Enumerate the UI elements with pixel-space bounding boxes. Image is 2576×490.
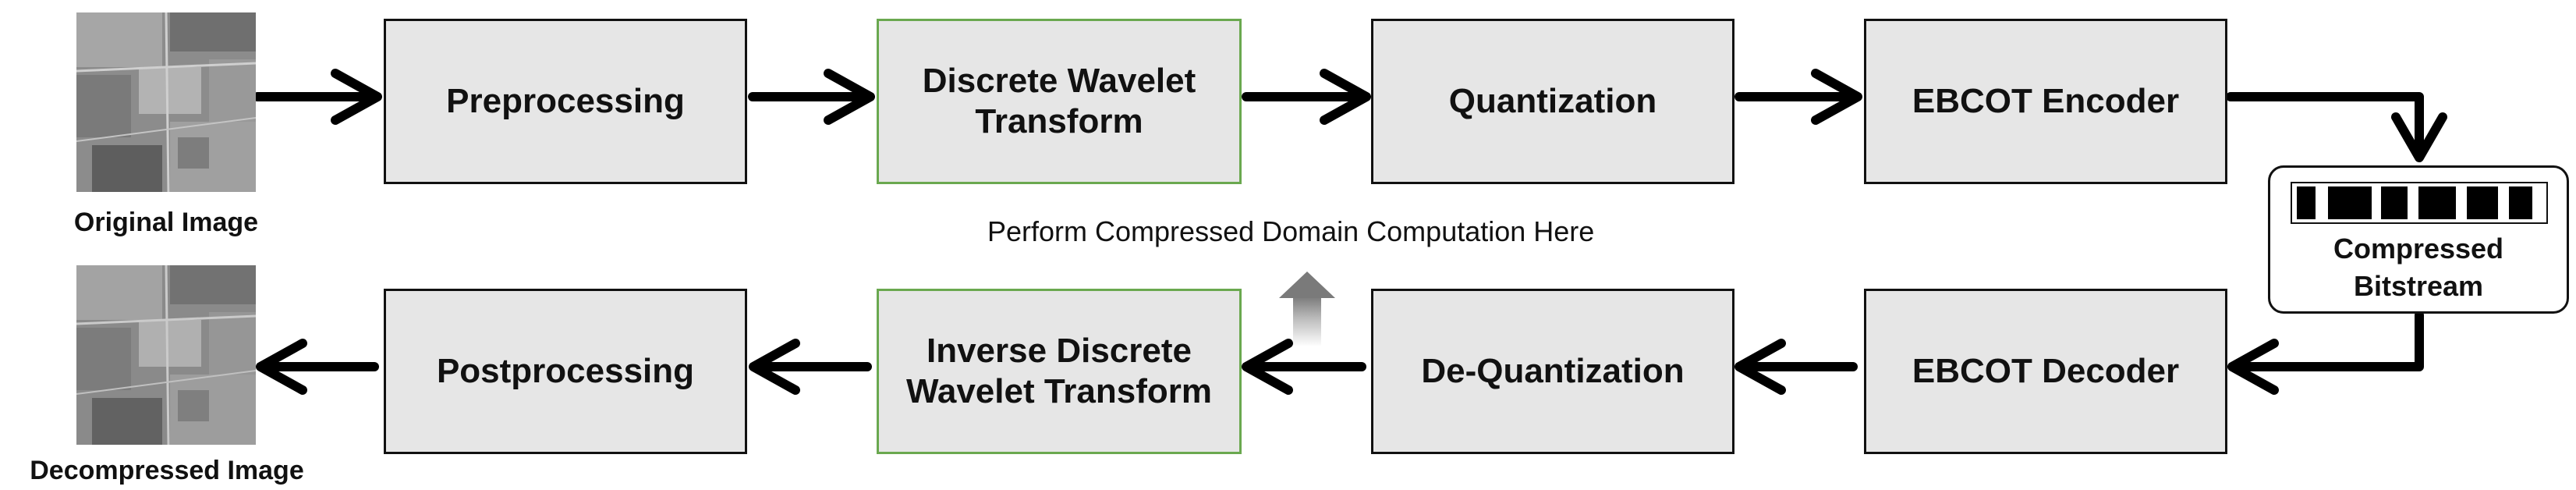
arrow-dequantization-to-idwt [1242, 339, 1366, 395]
arrow-encoder-to-bitstream [2226, 92, 2447, 162]
ebcot-decoder-box: EBCOT Decoder [1864, 289, 2227, 454]
postprocessing-box: Postprocessing [384, 289, 747, 454]
decompressed-image-caption: Decompressed Image [30, 456, 304, 485]
original-image-caption: Original Image [73, 208, 259, 237]
arrow-dwt-to-quantization [1242, 69, 1371, 125]
original-image [76, 12, 256, 192]
compressed-domain-note: Perform Compressed Domain Computation He… [987, 215, 1595, 247]
compressed-domain-pointer [1279, 272, 1335, 346]
dwt-label: Discrete Wavelet Transform [922, 62, 1196, 140]
arrow-postprocessing-to-decompressed [256, 339, 379, 395]
ebcot-encoder-box: EBCOT Encoder [1864, 19, 2227, 184]
arrow-preprocessing-to-dwt [748, 69, 875, 125]
ebcot-encoder-label: EBCOT Encoder [1912, 82, 2180, 120]
bitstream-barcode-icon [2291, 182, 2548, 224]
postprocessing-label: Postprocessing [436, 352, 695, 390]
preprocessing-label: Preprocessing [446, 82, 685, 120]
arrow-bitstream-to-decoder [2227, 311, 2424, 395]
arrow-idwt-to-postprocessing [749, 339, 872, 395]
arrow-quantization-to-encoder [1734, 69, 1862, 125]
dequantization-label: De-Quantization [1421, 352, 1685, 390]
compressed-bitstream: Compressed Bitstream [2268, 165, 2569, 314]
dwt-box: Discrete Wavelet Transform [877, 19, 1242, 184]
preprocessing-box: Preprocessing [384, 19, 747, 184]
arrow-decoder-to-dequantization [1734, 339, 1858, 395]
ebcot-decoder-label: EBCOT Decoder [1912, 352, 2180, 390]
idwt-box: Inverse Discrete Wavelet Transform [877, 289, 1242, 454]
bitstream-label: Compressed Bitstream [2333, 233, 2504, 302]
arrow-original-to-preprocessing [253, 69, 382, 125]
dequantization-box: De-Quantization [1371, 289, 1734, 454]
idwt-label: Inverse Discrete Wavelet Transform [905, 332, 1213, 410]
quantization-label: Quantization [1448, 82, 1657, 120]
decompressed-image [76, 265, 256, 445]
quantization-box: Quantization [1371, 19, 1734, 184]
